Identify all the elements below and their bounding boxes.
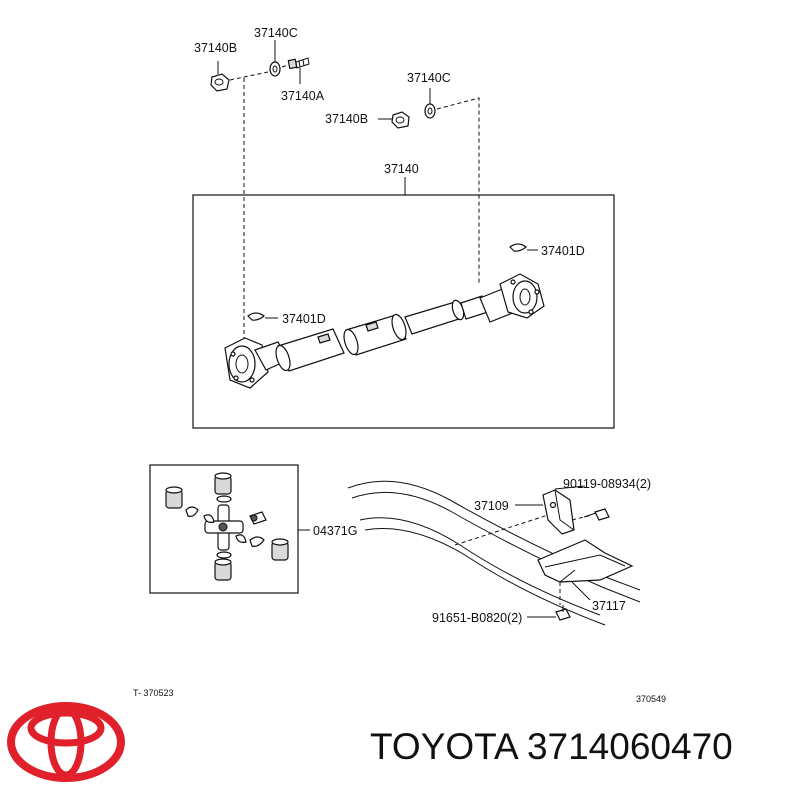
- label-37109: 37109: [474, 499, 509, 513]
- bearing-cap-left: [165, 486, 183, 509]
- label-37140c-right: 37140C: [407, 71, 451, 85]
- snap-ring-bottom: [216, 551, 232, 559]
- label-37140a: 37140A: [281, 89, 325, 103]
- snap-ring-lower: [235, 534, 247, 543]
- washer-37140c-top: [269, 61, 281, 77]
- toyota-logo: [7, 702, 125, 782]
- shaft-assembly-frame: [192, 194, 615, 429]
- grease-fitting: [249, 511, 267, 525]
- universal-joint-kit-frame: [149, 464, 299, 594]
- brand-part-number: TOYOTA 3714060470: [370, 726, 733, 767]
- snap-ring-front: [203, 514, 215, 523]
- bearing-cap-bottom: [214, 558, 232, 581]
- nut-37140b-mid: [391, 111, 410, 129]
- label-37140b-top: 37140B: [194, 41, 237, 55]
- shaft-tube-right: [343, 313, 407, 356]
- heat-insulator-37117: [537, 539, 634, 583]
- nut-37140b-top: [210, 73, 230, 92]
- bolt-91651: [555, 605, 571, 621]
- label-37140: 37140: [384, 162, 419, 176]
- label-37401d-right: 37401D: [541, 244, 585, 258]
- bracket-37109: [542, 489, 575, 535]
- shaft-tube-left: [275, 328, 345, 372]
- label-37140b-mid: 37140B: [325, 112, 368, 126]
- snap-ring-37401d-left: [247, 312, 265, 321]
- snap-ring-37401d-right: [509, 243, 527, 252]
- washer-37140c-right: [424, 103, 436, 119]
- snap-ring-top: [216, 495, 232, 503]
- bolt-90119: [583, 508, 610, 521]
- flange-yoke-right: [479, 273, 545, 323]
- label-37401d-left: 37401D: [282, 312, 326, 326]
- label-04371g: 04371G: [313, 524, 357, 538]
- snap-ring-left: [185, 506, 199, 517]
- bearing-cap-right: [271, 538, 289, 561]
- label-90119: 90119-08934(2): [563, 477, 651, 491]
- bearing-cap-top: [214, 472, 232, 495]
- slip-joint: [404, 295, 489, 335]
- bolt-37140a: [287, 57, 310, 70]
- spider-cross: [204, 504, 244, 551]
- label-37140c-top: 37140C: [254, 26, 298, 40]
- snap-ring-right: [249, 536, 265, 547]
- ref-code-left: T- 370523: [133, 688, 174, 698]
- label-37117: 37117: [592, 599, 626, 613]
- label-91651: 91651-B0820(2): [432, 611, 522, 625]
- ref-code-right: 370549: [636, 694, 666, 704]
